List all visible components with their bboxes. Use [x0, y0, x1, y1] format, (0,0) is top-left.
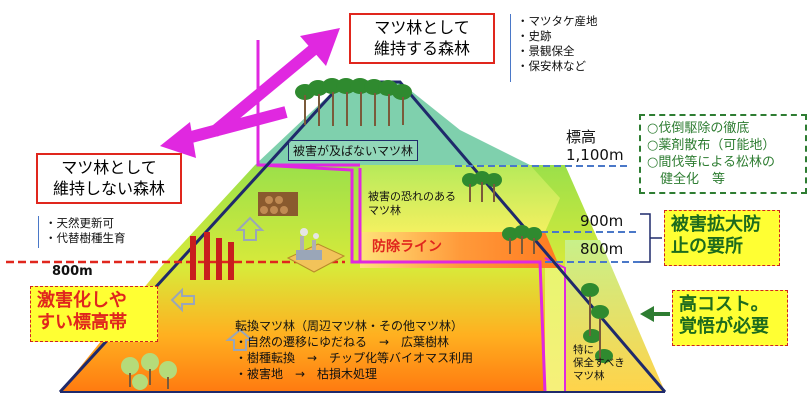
not-maintain-reasons-list: ・天然更新可 ・代替樹種生育: [38, 216, 126, 248]
key-point-line2: 止の要所: [671, 236, 743, 257]
risk-zone-line2: マツ林: [368, 204, 401, 217]
biomass-plant-icon: [286, 228, 346, 273]
list-item: ○伐倒駆除の徹底: [647, 121, 750, 136]
risk-trees-icon: [462, 171, 542, 254]
altitude-900: 900m: [580, 212, 624, 230]
log-pile-icon: [258, 192, 298, 216]
list-item: ・代替樹種生育: [45, 231, 126, 245]
high-cost-line2: 覚悟が必要: [679, 316, 769, 337]
high-cost-line1: 高コスト。: [679, 294, 769, 315]
list-item: ・被害地 → 枯損木処理: [235, 367, 378, 381]
maintain-reasons-list: ・マツタケ産地 ・史跡 ・景観保全 ・保安林など: [510, 14, 598, 82]
left-800m-label: 800m: [52, 264, 93, 279]
list-item: ○間伐等による松林の: [647, 155, 775, 170]
altitude-800: 800m: [580, 240, 624, 258]
list-item: ○薬剤散布（可能地）: [647, 138, 776, 153]
not-maintain-forest-box: マツ林として 維持しない森林: [36, 153, 182, 204]
altitude-heading: 標高: [566, 128, 597, 146]
altitude-1100: 1,100m: [566, 146, 624, 164]
must-preserve-zone: [565, 240, 665, 392]
green-arrow-icon: [640, 306, 670, 322]
conversion-block: 転換マツ林（周辺マツ林・その他マツ林） ・自然の遷移にゆだねる → 広葉樹林 ・…: [235, 318, 473, 382]
list-item: ・自然の遷移にゆだねる → 広葉樹林: [235, 335, 450, 349]
risk-zone: [360, 165, 560, 232]
list-item: 健全化 等: [647, 172, 726, 187]
boundary-line: [256, 40, 547, 393]
risk-zone-line1: 被害の恐れのある: [368, 190, 456, 203]
risk-zone-label: 被害の恐れのある マツ林: [368, 190, 456, 218]
high-cost-box: 高コスト。 覚悟が必要: [672, 290, 788, 346]
countermeasures-box: ○伐倒駆除の徹底 ○薬剤散布（可能地） ○間伐等による松林の 健全化 等: [639, 114, 807, 194]
list-item: ・景観保全: [517, 44, 575, 58]
conversion-title: 転換マツ林（周辺マツ林・その他マツ林）: [235, 319, 464, 333]
hollow-arrow-icons: [170, 216, 265, 351]
maintain-forest-box: マツ林として 維持する森林: [349, 13, 495, 64]
bracket-right: [640, 213, 651, 263]
severe-line2: すい標高帯: [37, 312, 127, 333]
must-preserve-label: 特に 保全すべき マツ林: [573, 344, 625, 383]
must-preserve-line1: 特に: [573, 344, 594, 356]
key-point-box: 被害拡大防 止の要所: [664, 210, 780, 266]
summit-zone-label: 被害が及ばないマツ林: [288, 140, 419, 161]
severe-line1: 激害化しや: [37, 290, 127, 311]
not-maintain-line1: マツ林として: [61, 158, 157, 177]
summit-trees-icon: [295, 78, 412, 126]
list-item: ・マツタケ産地: [517, 14, 598, 28]
not-maintain-line2: 維持しない森林: [52, 179, 165, 198]
list-item: ・樹種転換 → チップ化等バイオマス利用: [235, 351, 474, 365]
preserve-strip: [545, 268, 565, 392]
broadleaf-trees-icon: [121, 353, 177, 390]
defense-line-label: 防除ライン: [372, 239, 442, 255]
damaged-trees-icon: [190, 232, 234, 280]
arrow-down-left-icon: [160, 106, 288, 158]
must-preserve-line3: マツ林: [573, 370, 605, 382]
severe-damage-band-box: 激害化しや すい標高帯: [30, 286, 158, 342]
preserve-trees-icon: [581, 283, 613, 363]
must-preserve-line2: 保全すべき: [573, 357, 625, 369]
list-item: ・天然更新可: [45, 216, 114, 230]
list-item: ・史跡: [517, 29, 552, 43]
key-point-line1: 被害拡大防: [671, 214, 761, 235]
maintain-forest-line2: 維持する森林: [373, 39, 470, 58]
maintain-forest-line1: マツ林として: [374, 18, 470, 37]
arrow-up-right-icon: [210, 28, 340, 137]
list-item: ・保安林など: [517, 59, 586, 73]
